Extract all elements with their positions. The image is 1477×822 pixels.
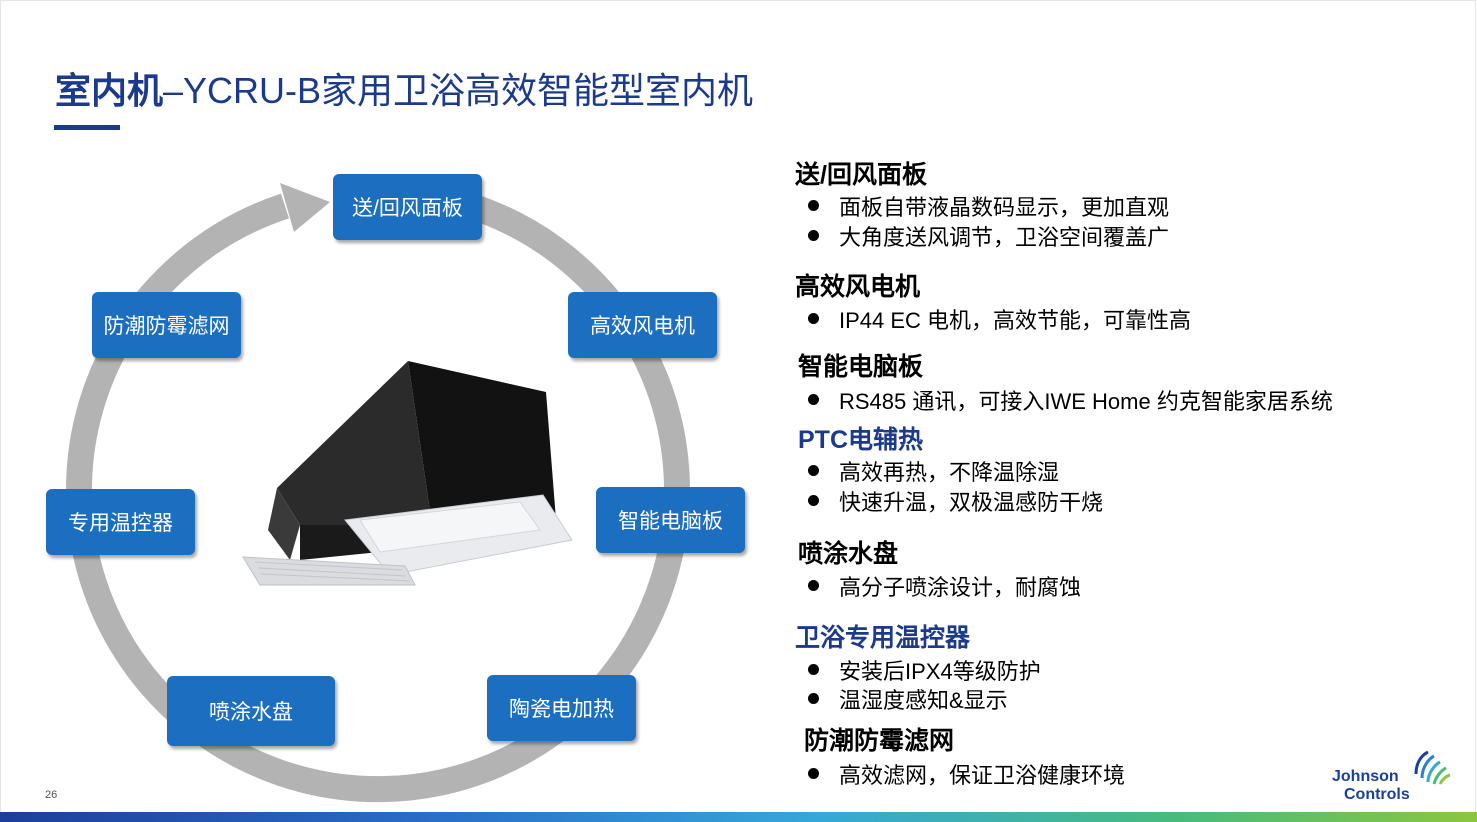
feature-title-filter: 防潮防霉滤网 bbox=[804, 727, 955, 755]
feature-bullet: 高分子喷涂设计，耐腐蚀 bbox=[795, 570, 1081, 602]
node-label: 送/回风面板 bbox=[352, 197, 463, 220]
bullet-text: 高效再热，不降温除湿 bbox=[839, 460, 1060, 485]
feature-title-board: 智能电脑板 bbox=[798, 353, 924, 381]
node-supply-return-panel: 送/回风面板 bbox=[333, 174, 482, 240]
node-label: 高效风电机 bbox=[590, 315, 695, 338]
title-underline bbox=[54, 125, 120, 130]
logo-mark-icon bbox=[1414, 750, 1451, 785]
node-coated-drain-pan: 喷涂水盘 bbox=[167, 676, 335, 746]
bullet-dot bbox=[808, 664, 819, 675]
feature-bullet: 快速升温，双极温感防干烧 bbox=[795, 485, 1103, 517]
logo-line1: Johnson bbox=[1332, 768, 1399, 785]
feature-bullet: 大角度送风调节，卫浴空间覆盖广 bbox=[795, 220, 1169, 252]
bullet-text: 温湿度感知&显示 bbox=[839, 688, 1008, 713]
feature-bullet: IP44 EC 电机，高效节能，可靠性高 bbox=[795, 303, 1191, 335]
node-label: 智能电脑板 bbox=[618, 510, 723, 533]
node-label: 喷涂水盘 bbox=[209, 701, 293, 724]
node-label: 专用温控器 bbox=[68, 512, 173, 535]
page-number: 26 bbox=[45, 789, 58, 801]
title-bold: 室内机 bbox=[55, 70, 164, 111]
logo-line2: Controls bbox=[1344, 786, 1410, 803]
bottom-brand-bar bbox=[0, 812, 1477, 822]
bullet-dot bbox=[808, 394, 819, 405]
bullet-dot bbox=[808, 580, 819, 591]
feature-bullet: 高效滤网，保证卫浴健康环境 bbox=[795, 758, 1125, 790]
bullet-dot bbox=[808, 230, 819, 241]
feature-bullet: 安装后IPX4等级防护 bbox=[795, 654, 1041, 686]
node-anti-mold-filter: 防潮防霉滤网 bbox=[92, 292, 241, 358]
node-smart-control-board: 智能电脑板 bbox=[596, 487, 745, 553]
node-efficient-fan-motor: 高效风电机 bbox=[568, 292, 717, 358]
bullet-text: 快速升温，双极温感防干烧 bbox=[839, 490, 1104, 515]
bullet-text: 面板自带液晶数码显示，更加直观 bbox=[839, 195, 1170, 220]
bullet-text: 高效滤网，保证卫浴健康环境 bbox=[839, 763, 1126, 788]
feature-title-drain-pan: 喷涂水盘 bbox=[798, 540, 899, 568]
johnson-controls-logo: Johnson Controls bbox=[1330, 750, 1460, 806]
node-label: 防潮防霉滤网 bbox=[103, 315, 230, 338]
product-image bbox=[242, 361, 573, 586]
title-rest: –YCRU-B家用卫浴高效智能型室内机 bbox=[163, 70, 754, 111]
bullet-dot bbox=[808, 200, 819, 211]
feature-title-motor: 高效风电机 bbox=[795, 273, 921, 301]
bullet-dot bbox=[808, 313, 819, 324]
bullet-text: 安装后IPX4等级防护 bbox=[839, 659, 1041, 684]
bullet-text: 高分子喷涂设计，耐腐蚀 bbox=[839, 575, 1082, 600]
cycle-diagram: 送/回风面板 高效风电机 智能电脑板 陶瓷电加热 喷涂水盘 专用温控器 防潮防霉… bbox=[46, 174, 745, 803]
node-label: 陶瓷电加热 bbox=[509, 698, 614, 721]
node-dedicated-thermostat: 专用温控器 bbox=[46, 489, 195, 555]
ring-graphic bbox=[65, 178, 690, 803]
bullet-dot bbox=[808, 495, 819, 506]
node-ceramic-heater: 陶瓷电加热 bbox=[487, 675, 636, 741]
bullet-dot bbox=[808, 693, 819, 704]
bullet-text: IP44 EC 电机，高效节能，可靠性高 bbox=[839, 308, 1192, 333]
feature-bullet: 高效再热，不降温除湿 bbox=[795, 455, 1059, 487]
feature-bullet: 温湿度感知&显示 bbox=[795, 683, 1008, 715]
feature-bullet: 面板自带液晶数码显示，更加直观 bbox=[795, 190, 1169, 222]
bullet-dot bbox=[808, 465, 819, 476]
bullet-text: RS485 通讯，可接入IWE Home 约克智能家居系统 bbox=[839, 389, 1333, 414]
bullet-text: 大角度送风调节，卫浴空间覆盖广 bbox=[839, 225, 1170, 250]
feature-title-ptc: PTC电辅热 bbox=[798, 426, 924, 454]
bullet-dot bbox=[808, 768, 819, 779]
feature-title-panel: 送/回风面板 bbox=[795, 161, 927, 189]
ring-arrow-head bbox=[280, 183, 330, 232]
feature-title-thermostat: 卫浴专用温控器 bbox=[795, 624, 971, 652]
slide-title: 室内机–YCRU-B家用卫浴高效智能型室内机 bbox=[55, 62, 753, 114]
feature-bullet: RS485 通讯，可接入IWE Home 约克智能家居系统 bbox=[795, 384, 1333, 416]
